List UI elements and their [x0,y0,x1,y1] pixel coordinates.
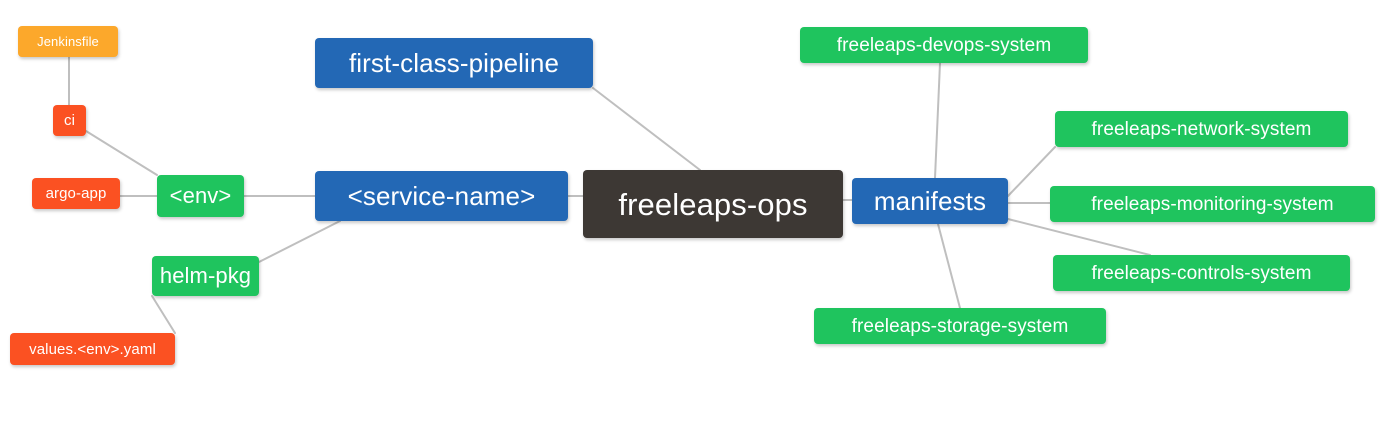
mindmap-node-label: <env> [169,183,232,208]
mindmap-node-label: Jenkinsfile [37,34,99,49]
mindmap-edge [85,130,158,176]
mindmap-node-label: manifests [873,186,987,216]
mindmap-node-freeleaps-network-system[interactable]: freeleaps-network-system [1055,111,1348,147]
mindmap-edge [1007,218,1151,256]
mindmap-node-label: freeleaps-monitoring-system [1091,193,1334,215]
mindmap-node-label: freeleaps-controls-system [1091,262,1312,284]
mindmap-node-env[interactable]: <env> [157,175,244,217]
mindmap-node-manifests[interactable]: manifests [852,178,1008,224]
mindmap-node-argo-app[interactable]: argo-app [32,178,120,209]
mindmap-node-ci[interactable]: ci [53,105,86,136]
mindmap-edge [151,295,176,334]
mindmap-edge [937,223,961,309]
mindmap-node-label: freeleaps-ops [618,186,808,222]
mindmap-node-values-env-yaml[interactable]: values.<env>.yaml [10,333,175,365]
mindmap-node-service-name[interactable]: <service-name> [315,171,568,221]
mindmap-edge [1007,146,1056,197]
mindmap-node-label: freeleaps-devops-system [836,34,1052,56]
mindmap-node-freeleaps-ops[interactable]: freeleaps-ops [583,170,843,238]
mindmap-edge [258,220,341,263]
mindmap-node-freeleaps-controls-system[interactable]: freeleaps-controls-system [1053,255,1350,291]
mindmap-node-freeleaps-storage-system[interactable]: freeleaps-storage-system [814,308,1106,344]
mindmap-node-label: freeleaps-network-system [1091,118,1312,140]
mindmap-node-label: ci [63,112,76,129]
mindmap-node-label: values.<env>.yaml [29,340,156,358]
mindmap-node-label: <service-name> [347,181,536,211]
mindmap-edge [592,87,701,171]
mindmap-node-jenkinsfile[interactable]: Jenkinsfile [18,26,118,57]
mindmap-node-label: first-class-pipeline [348,48,560,78]
mindmap-edge [934,62,941,179]
mindmap-node-label: argo-app [45,185,107,202]
mindmap-node-helm-pkg[interactable]: helm-pkg [152,256,259,296]
mindmap-node-first-class-pipeline[interactable]: first-class-pipeline [315,38,593,88]
mindmap-node-freeleaps-devops-system[interactable]: freeleaps-devops-system [800,27,1088,63]
mindmap-node-label: helm-pkg [159,263,252,288]
mindmap-node-label: freeleaps-storage-system [851,315,1069,337]
mindmap-node-freeleaps-monitoring-system[interactable]: freeleaps-monitoring-system [1050,186,1375,222]
